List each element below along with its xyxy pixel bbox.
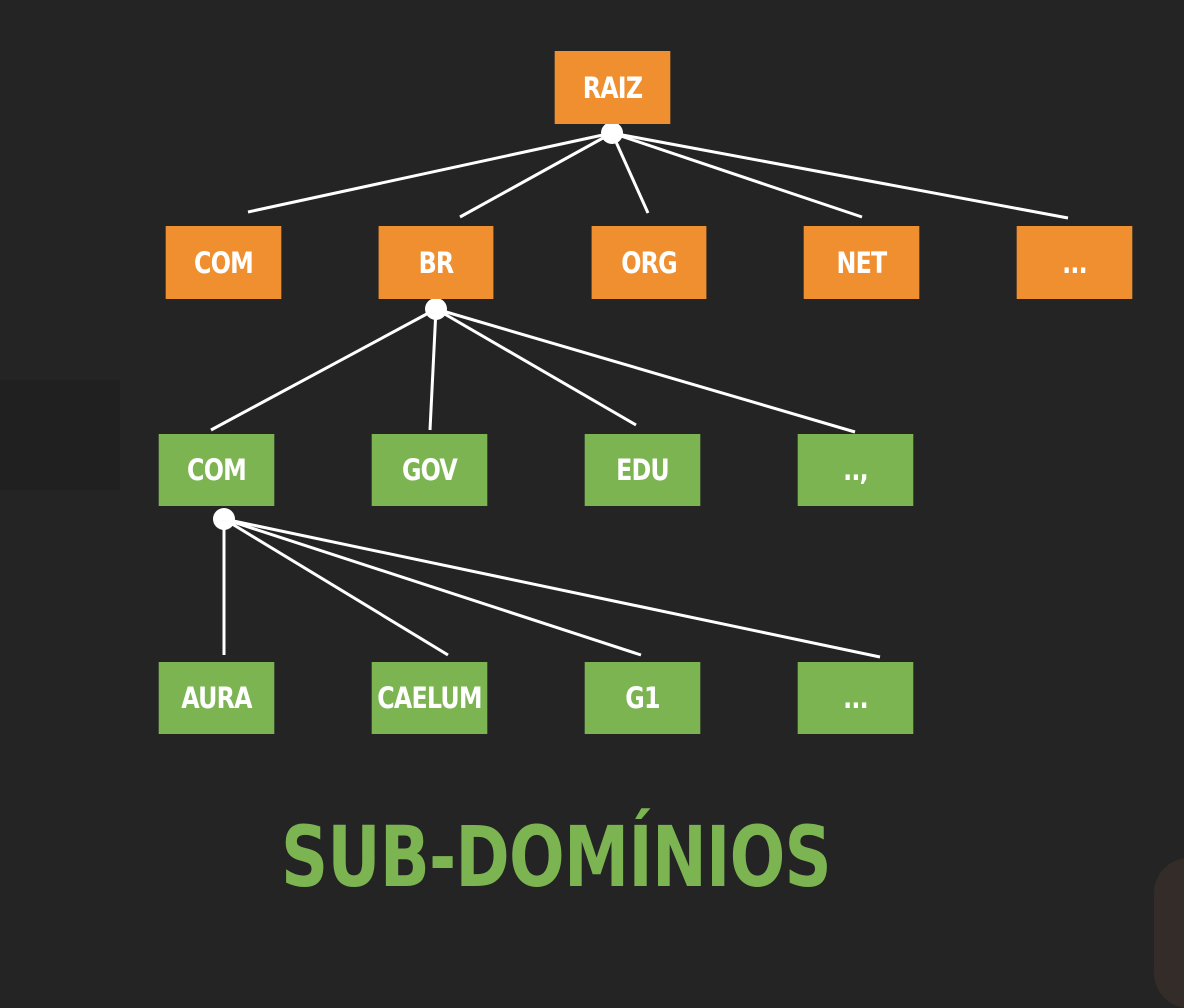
node-com-subdomain-label: G1 xyxy=(625,681,660,715)
background-shadow xyxy=(0,380,120,490)
junction-br xyxy=(425,298,447,320)
node-com-subdomain: ... xyxy=(797,662,914,734)
edge-com-caelum xyxy=(223,517,449,657)
edge-root-net xyxy=(611,131,863,219)
edge-br-com xyxy=(210,307,437,432)
node-tld-label: BR xyxy=(418,245,455,280)
node-com-subdomain-label: AURA xyxy=(181,681,252,715)
diagram-caption: SUB-DOMÍNIOS xyxy=(281,808,832,906)
edge-root-com xyxy=(247,131,613,214)
node-com-subdomain: CAELUM xyxy=(371,662,488,734)
edge-br-more xyxy=(435,307,856,434)
node-tld: ORG xyxy=(591,226,707,299)
node-root: RAIZ xyxy=(554,51,671,124)
node-com-subdomain-label: CAELUM xyxy=(377,681,482,715)
node-tld-label: COM xyxy=(194,245,254,280)
edge-br-gov xyxy=(428,308,438,431)
edge-com-more xyxy=(223,517,881,659)
node-br-subdomain: GOV xyxy=(371,434,488,506)
node-tld-label: ... xyxy=(1062,245,1087,280)
node-br-subdomain: .., xyxy=(797,434,914,506)
node-com-subdomain-label: ... xyxy=(843,681,868,715)
edge-com-g1 xyxy=(223,517,642,657)
edge-root-br xyxy=(459,131,613,219)
node-com-subdomain: G1 xyxy=(584,662,701,734)
junction-com-br xyxy=(213,508,235,530)
edge-br-edu xyxy=(435,307,637,427)
node-root-label: RAIZ xyxy=(582,70,643,105)
node-br-subdomain: COM xyxy=(158,434,275,506)
node-br-subdomain-label: EDU xyxy=(616,453,670,487)
node-br-subdomain-label: COM xyxy=(187,453,247,487)
tree-connectors xyxy=(210,122,1069,659)
node-tld: BR xyxy=(378,226,494,299)
node-br-subdomain-label: .., xyxy=(843,453,868,487)
node-tld-label: NET xyxy=(836,245,888,280)
junction-root xyxy=(601,122,623,144)
node-tld: COM xyxy=(165,226,282,299)
node-tld: ... xyxy=(1016,226,1133,299)
node-tld-label: ORG xyxy=(621,245,677,280)
node-br-subdomain: EDU xyxy=(584,434,701,506)
edge-root-org xyxy=(610,132,650,214)
node-br-subdomain-label: GOV xyxy=(401,453,458,487)
node-com-subdomain: AURA xyxy=(158,662,275,734)
edge-root-more xyxy=(611,131,1069,220)
node-tld: NET xyxy=(803,226,920,299)
